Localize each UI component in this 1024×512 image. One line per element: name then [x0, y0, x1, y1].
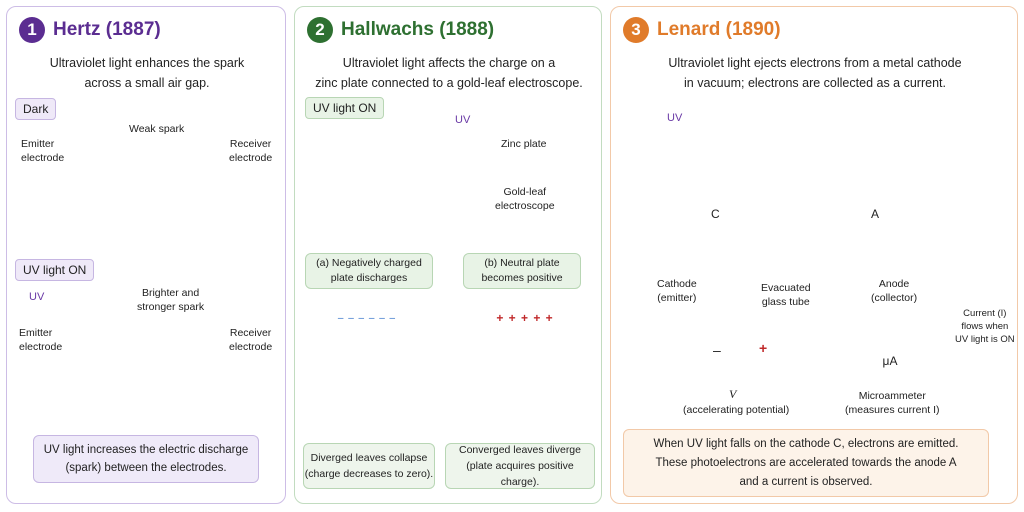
lenard-header: 3 Lenard (1890)	[623, 17, 781, 43]
panel-description: Ultraviolet light ejects electrons from …	[668, 56, 962, 90]
uv-on-tag: UV light ON	[15, 259, 95, 281]
result-a: Diverged leaves collapse(charge decrease…	[303, 443, 435, 489]
voltage-symbol: V	[729, 387, 737, 401]
step-number-badge: 1	[19, 17, 45, 43]
zinc-plate-label: Zinc plate	[501, 138, 547, 150]
panel-title: Hallwachs (1888)	[341, 19, 495, 40]
panel-title: Hertz (1887)	[53, 19, 161, 40]
uv-label: UV	[667, 112, 683, 124]
step-number-badge: 3	[623, 17, 649, 43]
result-b: Converged leaves diverge(plate acquires …	[445, 443, 595, 489]
cathode-letter: C	[711, 207, 720, 221]
desc-line: Ultraviolet light enhances the spark	[49, 56, 245, 70]
positive-charges: + + + + +	[496, 311, 554, 325]
hertz-conclusion: UV light increases the electric discharg…	[33, 435, 259, 483]
dark-tag: Dark	[15, 98, 57, 120]
uv-label: UV	[455, 114, 471, 126]
cathode-label: Cathode(emitter)	[657, 278, 697, 304]
panel-description: Ultraviolet light affects the charge on …	[315, 56, 583, 90]
lenard-conclusion: When UV light falls on the cathode C, el…	[623, 429, 989, 497]
hertz-header: 1 Hertz (1887)	[19, 17, 161, 43]
electron-symbol: –	[312, 293, 319, 305]
lenard-panel: 3 Lenard (1890) Ultraviolet light ejects…	[610, 6, 1018, 504]
battery-minus: –	[713, 342, 721, 358]
desc-line: across a small air gap.	[84, 76, 210, 90]
battery-plus: +	[759, 340, 768, 356]
weak-spark-label: Weak spark	[129, 123, 185, 135]
hertz-panel: 1 Hertz (1887) Ultraviolet light enhance…	[6, 6, 286, 504]
meter-symbol: μA	[882, 354, 898, 368]
panel-title: Lenard (1890)	[657, 19, 781, 40]
meter-label: Microammeter(measures current I)	[845, 390, 940, 416]
uv-label: UV	[29, 291, 45, 303]
negative-charges: – – – – – –	[337, 313, 397, 324]
anode-letter: A	[871, 207, 880, 221]
voltage-label: (accelerating potential)	[683, 404, 790, 416]
anode-label: Anode(collector)	[871, 278, 918, 304]
step-number-badge: 2	[307, 17, 333, 43]
hallwachs-panel: 2 Hallwachs (1888) Ultraviolet light aff…	[294, 6, 602, 504]
uv-on-tag: UV light ON	[305, 97, 385, 119]
hallwachs-header: 2 Hallwachs (1888)	[307, 17, 494, 43]
panel-description: Ultraviolet light enhances the spark acr…	[17, 53, 277, 93]
